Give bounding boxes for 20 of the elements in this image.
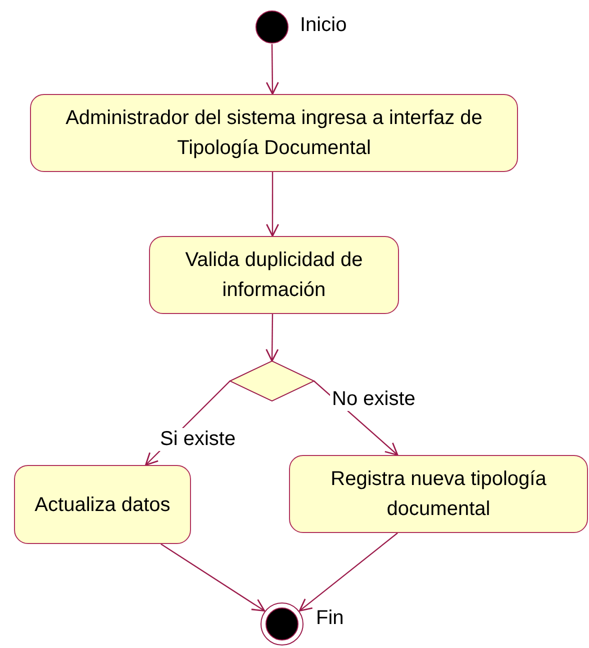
node-caption: Inicio <box>300 14 347 37</box>
activity-text: Actualiza datos <box>34 492 170 518</box>
activity-box <box>14 465 191 544</box>
activity-text: Valida duplicidad de información <box>184 248 364 303</box>
node-caption: Fin <box>316 607 344 630</box>
start-node <box>255 10 289 44</box>
decision-diamond <box>230 361 314 401</box>
arrow <box>266 314 279 362</box>
activity-box <box>30 94 518 172</box>
activity-box <box>149 236 399 314</box>
activity-text: Registra nueva tipología documental <box>330 467 548 522</box>
arrow <box>266 172 280 237</box>
edge-label: Si existe <box>158 428 238 451</box>
edge-label: No existe <box>330 388 418 411</box>
arrow <box>298 532 398 612</box>
arrow <box>160 544 266 612</box>
arrow <box>266 44 279 95</box>
activity-text: Administrador del sistema ingresa a interfaz de Tipología Documental <box>64 106 484 161</box>
activity-box <box>289 455 588 533</box>
end-node <box>260 602 304 646</box>
